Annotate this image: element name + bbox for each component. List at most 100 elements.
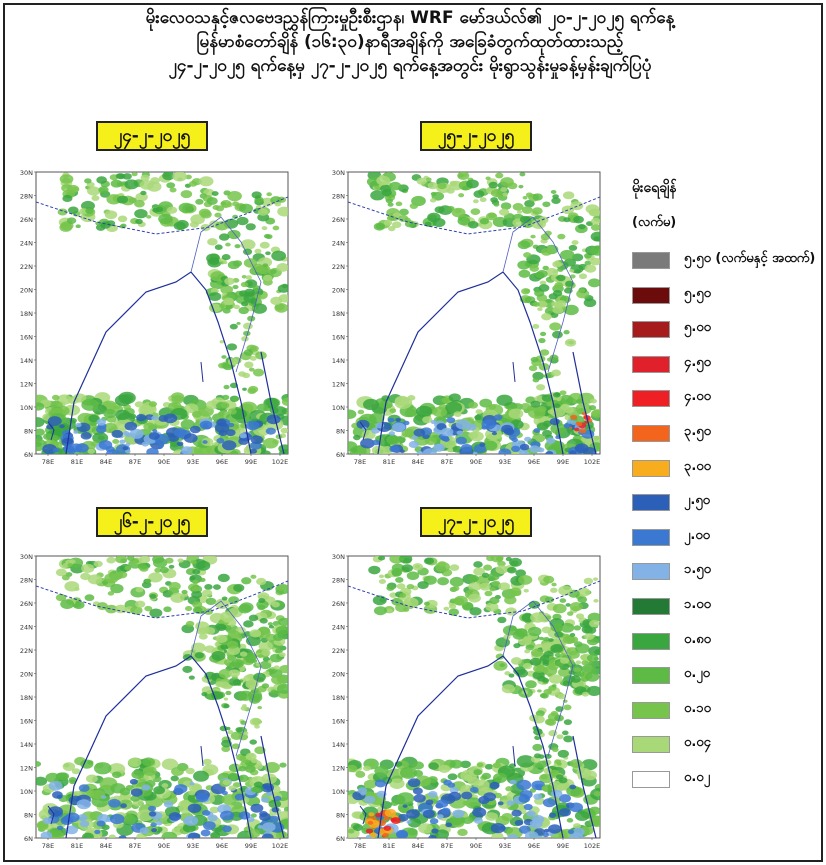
- lat-tick-label: 22N: [332, 647, 345, 655]
- legend-swatch: [632, 425, 670, 442]
- legend-label: ၁.၅၀: [684, 562, 711, 578]
- lon-tick-label: 102E: [584, 842, 601, 850]
- legend-swatch: [632, 632, 670, 650]
- lat-tick-label: 6N: [336, 451, 345, 459]
- lat-tick-label: 24N: [332, 240, 345, 248]
- lon-tick-label: 93E: [187, 458, 199, 466]
- lat-tick-label: 22N: [20, 647, 33, 655]
- lon-tick-label: 93E: [187, 842, 199, 850]
- lat-tick-label: 12N: [332, 381, 345, 389]
- legend-swatch: [632, 494, 670, 512]
- lat-tick-label: 6N: [24, 835, 33, 843]
- legend-swatch: [632, 771, 670, 788]
- legend-label: ၀.၀၄: [684, 735, 711, 751]
- lon-tick-label: 84E: [412, 842, 424, 850]
- panel-date-label: ၂၅-၂-၂၀၂၅: [420, 121, 532, 151]
- lat-tick-label: 14N: [332, 357, 345, 365]
- legend-swatch: [632, 321, 670, 339]
- lon-tick-label: 78E: [42, 842, 54, 850]
- lat-tick-label: 10N: [332, 404, 345, 412]
- legend-swatch: [632, 459, 670, 477]
- panel-date-label: ၂၄-၂-၂၀၂၅: [96, 121, 208, 151]
- lon-tick-label: 102E: [584, 458, 601, 466]
- lat-tick-label: 26N: [332, 216, 345, 224]
- lat-tick-label: 18N: [20, 694, 33, 702]
- legend-swatch: [632, 736, 670, 754]
- lat-tick-label: 24N: [20, 240, 33, 248]
- panel-date-label: ၂၇-၂-၂၀၂၅: [420, 507, 532, 537]
- legend-label: ၀.၁၀: [684, 700, 711, 716]
- lat-tick-label: 30N: [332, 553, 345, 561]
- lon-tick-label: 96E: [528, 842, 540, 850]
- lon-tick-label: 96E: [216, 842, 228, 850]
- legend-label: ၅.၅၀: [684, 285, 711, 301]
- lat-tick-label: 12N: [20, 765, 33, 773]
- lat-tick-label: 28N: [332, 193, 345, 201]
- lon-tick-label: 96E: [528, 458, 540, 466]
- title-line-3: ၂၄-၂-၂၀၂၅ ရက်နေ့မှ ၂၇-၂-၂၀၂၅ ရက်နေ့အတွင်…: [168, 56, 652, 76]
- lat-tick-label: 24N: [332, 624, 345, 632]
- legend-label: ၄.၀၀: [684, 389, 711, 405]
- legend-label: ၀.၂၀: [684, 666, 710, 682]
- lat-tick-label: 6N: [336, 835, 345, 843]
- lon-tick-label: 93E: [499, 458, 511, 466]
- lat-tick-label: 24N: [20, 624, 33, 632]
- lat-tick-label: 10N: [20, 404, 33, 412]
- lon-tick-label: 87E: [441, 842, 453, 850]
- lon-tick-label: 90E: [470, 458, 482, 466]
- legend-swatch: [632, 286, 670, 304]
- lat-tick-label: 30N: [20, 169, 33, 177]
- lat-tick-label: 22N: [20, 263, 33, 271]
- legend-label: ၀.၈၀: [684, 631, 711, 647]
- lat-tick-label: 26N: [332, 600, 345, 608]
- lat-tick-label: 14N: [20, 357, 33, 365]
- lon-tick-label: 78E: [354, 458, 366, 466]
- map-svg: 30N28N26N24N22N20N18N16N14N12N10N8N6N78E…: [20, 553, 289, 850]
- lon-tick-label: 78E: [42, 458, 54, 466]
- lat-tick-label: 16N: [20, 718, 33, 726]
- panel-date-label: ၂၆-၂-၂၀၂၅: [96, 507, 208, 537]
- lat-tick-label: 18N: [332, 310, 345, 318]
- lat-tick-label: 12N: [332, 765, 345, 773]
- lat-tick-label: 26N: [20, 216, 33, 224]
- lon-tick-label: 84E: [412, 458, 424, 466]
- lat-tick-label: 28N: [20, 193, 33, 201]
- lat-tick-label: 20N: [20, 671, 33, 679]
- lat-tick-label: 28N: [332, 577, 345, 585]
- page-title: မိုးလေဝသနှင့်ဇလဗေဒညွှန်ကြားမှုဦးစီးဌာန၊ …: [0, 6, 820, 78]
- legend-label: ၅.၅၀ (လက်မနှင့် အထက်): [684, 251, 816, 266]
- legend-label: ၀.၀၂: [684, 770, 710, 785]
- lat-tick-label: 18N: [332, 694, 345, 702]
- legend-label: ၁.၀၀: [684, 597, 711, 612]
- lon-tick-label: 84E: [100, 458, 112, 466]
- legend-label: ၂.၅၀: [684, 493, 710, 509]
- lon-tick-label: 102E: [272, 842, 289, 850]
- lon-tick-label: 99E: [245, 458, 257, 466]
- legend-label: ၃.၅၀: [684, 424, 711, 439]
- lat-tick-label: 8N: [24, 428, 33, 436]
- lat-tick-label: 12N: [20, 381, 33, 389]
- lat-tick-label: 6N: [24, 451, 33, 459]
- legend-swatch: [632, 390, 670, 408]
- lon-tick-label: 90E: [158, 458, 170, 466]
- map-svg: 30N28N26N24N22N20N18N16N14N12N10N8N6N78E…: [332, 553, 601, 850]
- lat-tick-label: 18N: [20, 310, 33, 318]
- legend-swatch: [632, 252, 670, 269]
- lat-tick-label: 20N: [332, 287, 345, 295]
- lat-tick-label: 14N: [20, 741, 33, 749]
- lon-tick-label: 87E: [129, 458, 141, 466]
- lon-tick-label: 87E: [129, 842, 141, 850]
- lon-tick-label: 90E: [158, 842, 170, 850]
- legend-swatch: [632, 701, 670, 719]
- lon-tick-label: 99E: [557, 458, 569, 466]
- lat-tick-label: 30N: [20, 553, 33, 561]
- lat-tick-label: 16N: [332, 334, 345, 342]
- lon-tick-label: 96E: [216, 458, 228, 466]
- lon-tick-label: 102E: [272, 458, 289, 466]
- legend-swatch: [632, 563, 670, 581]
- legend-swatch: [632, 598, 670, 615]
- lat-tick-label: 20N: [20, 287, 33, 295]
